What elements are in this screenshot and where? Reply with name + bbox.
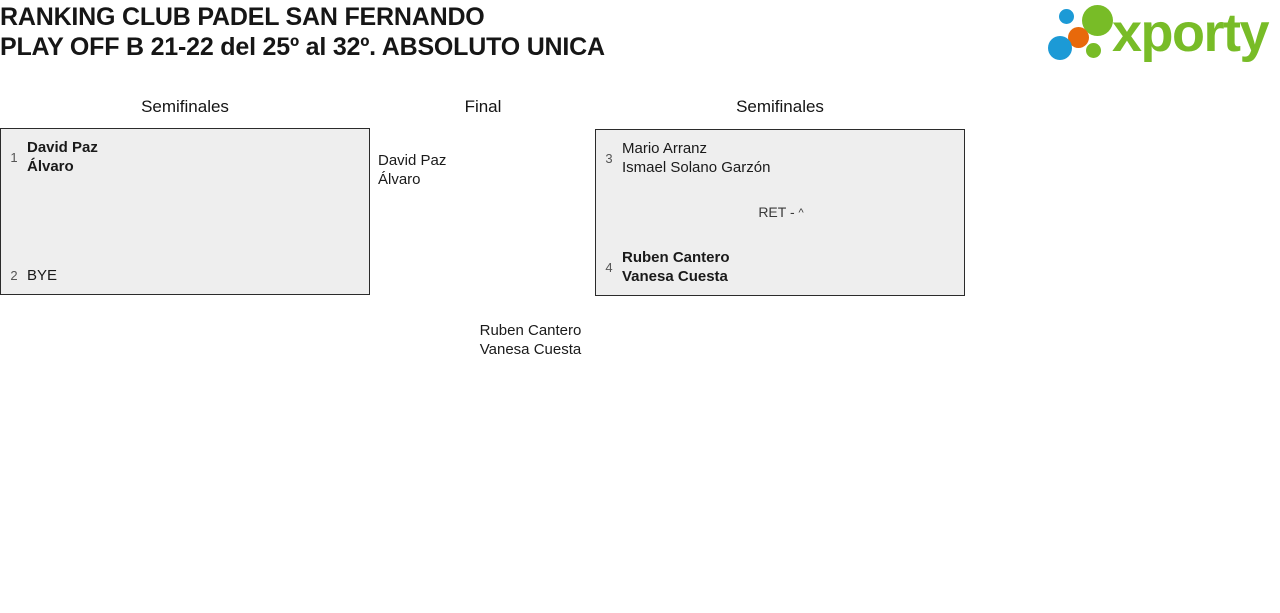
finalist-name-line-1: Ruben Cantero: [479, 322, 582, 339]
competitor-names: David Paz Álvaro: [27, 138, 98, 176]
match-score: RET - ^: [596, 204, 966, 220]
match-box-semifinal-left[interactable]: 1 David Paz Álvaro 2 BYE: [0, 128, 370, 295]
match-score-mark: ^: [798, 207, 804, 219]
competitor-name-line-1: Mario Arranz: [622, 140, 708, 157]
finalist-name-line-1: David Paz: [378, 152, 447, 169]
competitor-name-line-2: Vanesa Cuesta: [622, 268, 728, 285]
title-line-1: RANKING CLUB PADEL SAN FERNANDO: [0, 3, 485, 31]
tournament-title: RANKING CLUB PADEL SAN FERNANDO PLAY OFF…: [0, 2, 1030, 62]
title-line-2: PLAY OFF B 21-22 del 25º al 32º. ABSOLUT…: [0, 33, 605, 61]
round-header-semifinales-right: Semifinales: [736, 97, 824, 116]
xporty-logo[interactable]: xporty: [1046, 3, 1276, 65]
page-header: RANKING CLUB PADEL SAN FERNANDO PLAY OFF…: [0, 0, 1280, 88]
competitor-row[interactable]: 1 David Paz Álvaro: [1, 138, 98, 176]
competitor-name-line-1: David Paz: [27, 139, 98, 156]
competitor-row[interactable]: 2 BYE: [1, 266, 57, 285]
seed-number: 4: [605, 259, 613, 275]
logo-dot-blue-small: [1059, 9, 1074, 24]
round-header-semifinales-left: Semifinales: [141, 97, 229, 116]
logo-wordmark: xporty: [1112, 3, 1270, 63]
competitor-name-line-2: Ismael Solano Garzón: [622, 159, 771, 176]
match-box-semifinal-right[interactable]: 3 Mario Arranz Ismael Solano Garzón RET …: [595, 129, 965, 296]
competitor-names: Mario Arranz Ismael Solano Garzón: [622, 139, 770, 177]
finalist-name-line-2: Álvaro: [378, 171, 421, 188]
logo-dot-orange: [1068, 27, 1089, 48]
competitor-row[interactable]: 3 Mario Arranz Ismael Solano Garzón: [596, 139, 770, 177]
competitor-names: BYE: [27, 267, 58, 284]
logo-dot-blue-large: [1048, 36, 1072, 60]
seed-number: 3: [605, 150, 613, 166]
competitor-name-line-1: Ruben Cantero: [622, 249, 730, 266]
competitor-row[interactable]: 4 Ruben Cantero Vanesa Cuesta: [596, 248, 730, 286]
competitor-name-line-2: Álvaro: [27, 158, 74, 175]
finalist-top[interactable]: David Paz Álvaro: [378, 151, 446, 189]
logo-dot-green-small: [1086, 43, 1101, 58]
finalist-name-line-2: Vanesa Cuesta: [479, 341, 582, 358]
match-score-text: RET -: [758, 204, 799, 220]
logo-dots-icon: [1046, 3, 1118, 65]
seed-number: 1: [10, 149, 18, 165]
competitor-names: Ruben Cantero Vanesa Cuesta: [622, 248, 730, 286]
round-header-final: Final: [464, 97, 502, 116]
seed-number: 2: [10, 268, 18, 283]
finalist-bottom[interactable]: Ruben Cantero Vanesa Cuesta: [378, 321, 683, 359]
